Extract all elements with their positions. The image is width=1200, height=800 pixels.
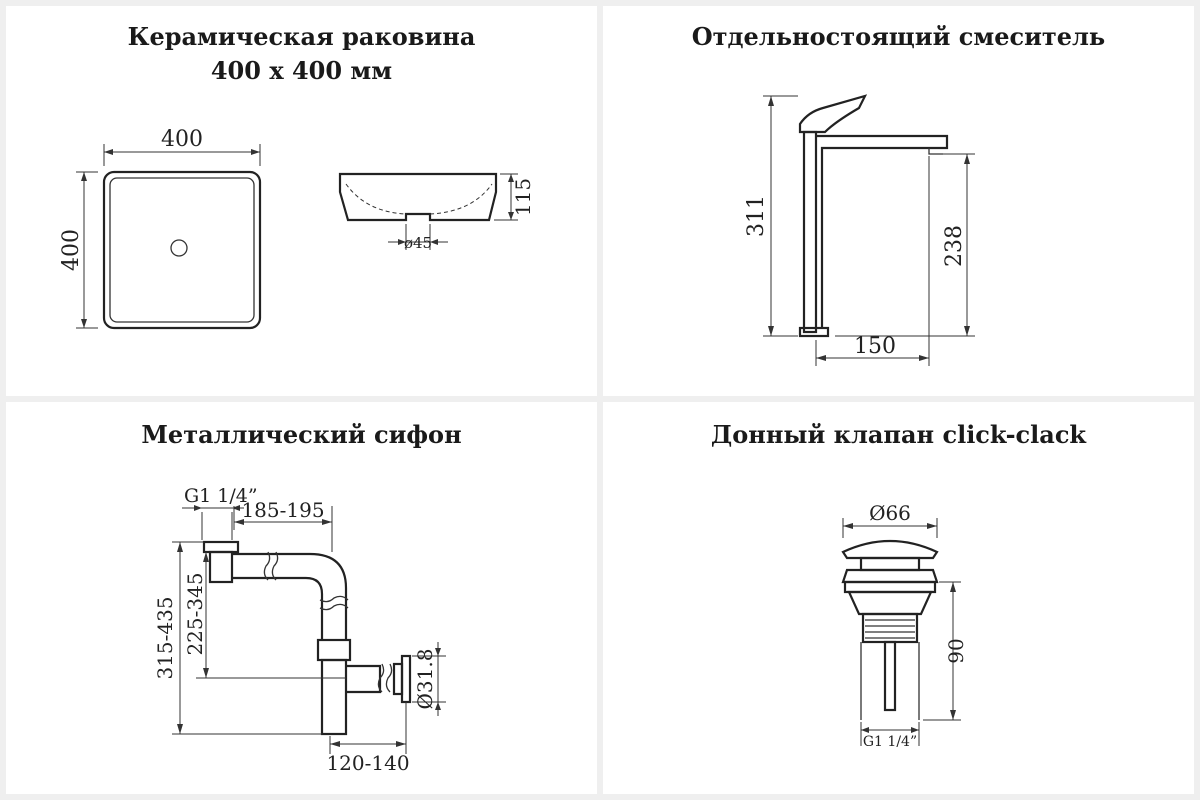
siphon-inner-label: 225-345 [183,572,207,655]
faucet-base [798,326,830,338]
faucet-spout-height-label: 238 [942,225,967,267]
siphon-horizontal-label: 185-195 [241,498,324,522]
faucet-lever [798,94,868,134]
valve-rod [883,640,897,712]
siphon-outlet [346,664,382,694]
siphon-thread-label: G1 1/4” [184,485,258,507]
faucet-spout [816,134,949,328]
sink-drain-label: ø45 [404,234,432,252]
siphon-inlet [208,550,234,584]
faucet-title: Отдельностоящий смеситель [691,22,1106,51]
sink-side-view [338,172,498,222]
valve-panel: Ø66 90 G1 1/4” [603,402,1194,794]
faucet-panel: 311 238 150 Отдельностоящий смеситель [603,6,1194,396]
siphon-outlet-flange [400,654,412,704]
valve-flange [841,568,939,584]
siphon-bottle-nut [316,638,352,662]
sink-depth-label: 115 [511,178,535,216]
sink-top-view-inner [109,177,255,323]
valve-cap-label: Ø66 [869,501,911,525]
valve-drawing: Ø66 90 G1 1/4” [841,501,968,750]
valve-stem-top [859,556,921,572]
siphon-drawing: G1 1/4” 185-195 [153,485,446,775]
siphon-panel: G1 1/4” 185-195 [6,402,597,794]
valve-title: Донный клапан click-clack [710,420,1087,449]
faucet-drawing: 311 238 150 [744,94,975,366]
faucet-total-height-label: 311 [744,195,769,237]
sink-panel: 400 400 115 ø45 Керамическая раковина 40… [6,6,597,396]
valve-thread-label: G1 1/4” [863,734,917,750]
sink-title-line1: Керамическая раковина [127,22,476,51]
siphon-total-label: 315-435 [153,596,177,679]
valve-body [847,590,933,616]
siphon-horizontal-pipe [232,552,348,640]
sink-height-label: 400 [59,229,84,271]
sink-drain-hole [170,239,188,257]
sink-top-view-outline [102,170,262,330]
siphon-top-nut [202,540,240,554]
siphon-title: Металлический сифон [141,420,462,449]
valve-cap [841,539,939,560]
sink-title-line2: 400 x 400 мм [210,56,393,85]
faucet-body [802,130,818,334]
siphon-outlet-label: Ø31.8 [413,649,437,710]
siphon-bottle [320,658,348,736]
faucet-reach-label: 150 [854,334,896,359]
siphon-outlet-nut [392,662,404,696]
siphon-bottom-label: 120-140 [326,751,409,775]
sink-drawing: 400 400 115 ø45 [59,127,535,330]
valve-length-label: 90 [944,638,968,663]
sink-width-label: 400 [161,127,203,152]
valve-ring [843,580,937,594]
